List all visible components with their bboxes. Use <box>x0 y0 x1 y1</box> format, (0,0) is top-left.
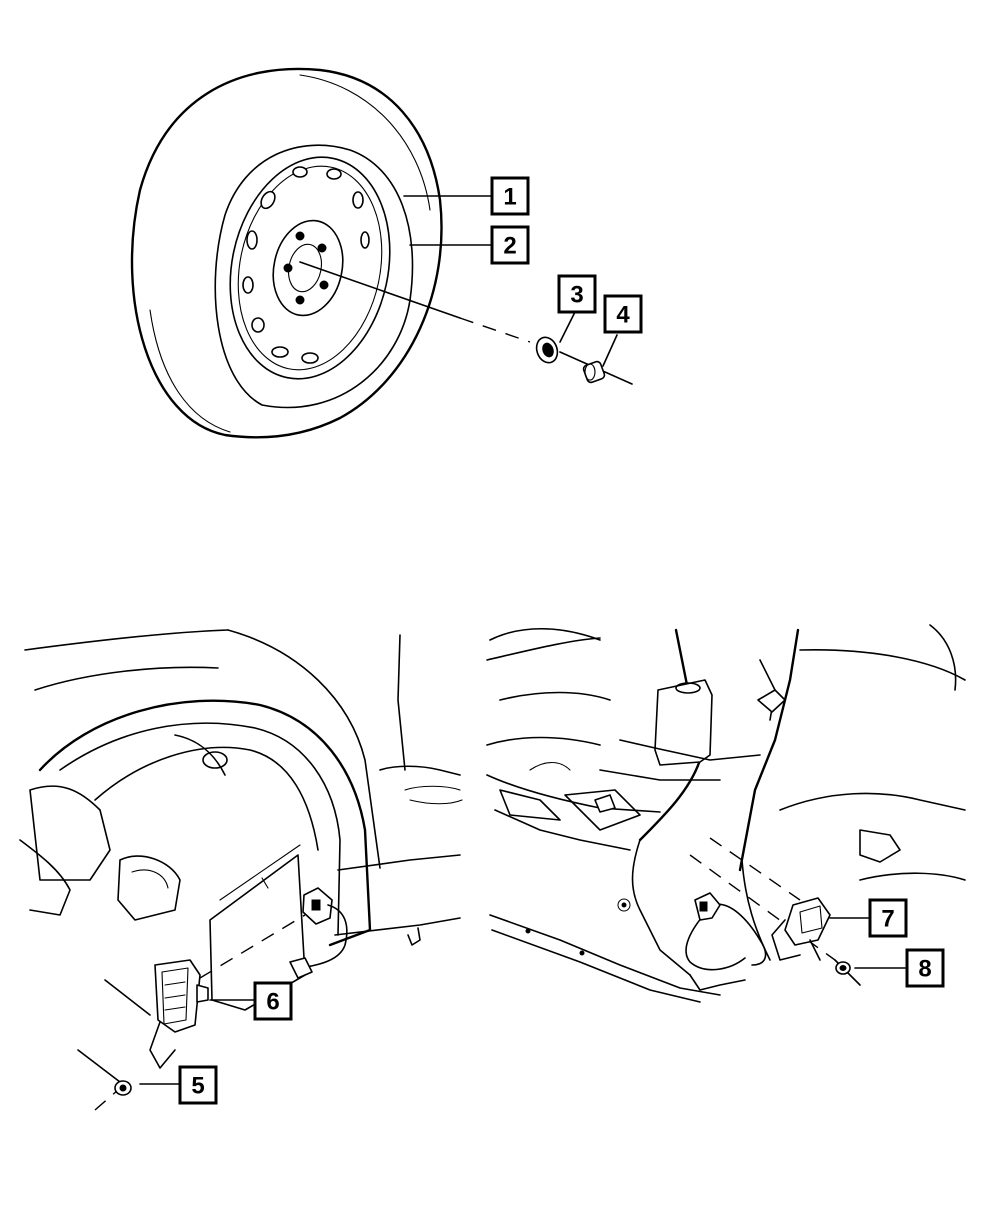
callout-5: 5 <box>178 1065 218 1105</box>
callout-8-label: 8 <box>918 956 931 983</box>
callout-6: 6 <box>253 981 293 1021</box>
wheel-assembly <box>130 67 633 439</box>
callout-2: 2 <box>490 225 530 265</box>
sensor-module-left <box>149 959 209 1069</box>
callout-3: 3 <box>557 274 597 314</box>
cap-nut-part <box>582 360 606 384</box>
callout-5-label: 5 <box>191 1073 204 1100</box>
rim-holes <box>242 166 370 364</box>
right-view-pillar <box>486 624 966 1003</box>
nut-part-left <box>114 1080 132 1096</box>
lug-nut-part <box>535 336 559 364</box>
callout-1: 1 <box>490 176 530 216</box>
callout-7: 7 <box>868 898 908 938</box>
callout-6-label: 6 <box>266 989 279 1016</box>
callout-2-label: 2 <box>503 233 516 260</box>
sensor-module-right <box>771 897 831 961</box>
callout-4-label: 4 <box>616 302 630 329</box>
nut-part-right <box>835 961 851 975</box>
left-view-wheel-well <box>19 629 463 1111</box>
callout-4: 4 <box>603 294 643 334</box>
callout-7-label: 7 <box>881 906 894 933</box>
callout-8: 8 <box>905 948 945 988</box>
callout-3-label: 3 <box>570 282 583 309</box>
callout-1-label: 1 <box>503 184 516 211</box>
